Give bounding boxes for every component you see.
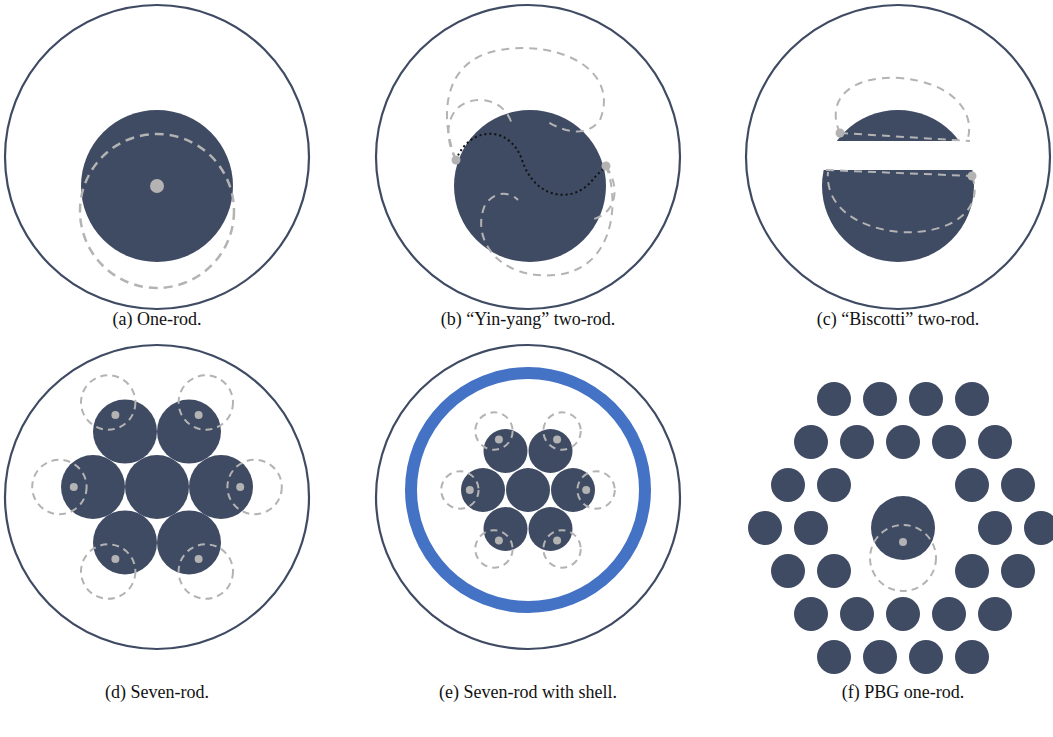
yin-yang-rod: [447, 48, 615, 275]
pbg-lattice: [748, 382, 1053, 674]
subfigure-caption: (b) “Yin-yang” two-rod.: [441, 309, 615, 330]
subfigure-caption: (d) Seven-rod.: [105, 682, 209, 703]
seven-rod: [32, 375, 282, 598]
one-rod: [80, 110, 234, 288]
outer-boundary: [5, 5, 1050, 649]
subfigure-caption: (e) Seven-rod with shell.: [439, 682, 617, 703]
subfigure-caption: (a) One-rod.: [113, 309, 202, 330]
subfigure-caption: (f) PBG one-rod.: [842, 682, 964, 703]
biscotti-rod: [822, 78, 977, 262]
seven-rod-shell: [411, 373, 645, 607]
subfigure-caption: (c) “Biscotti” two-rod.: [817, 309, 979, 330]
